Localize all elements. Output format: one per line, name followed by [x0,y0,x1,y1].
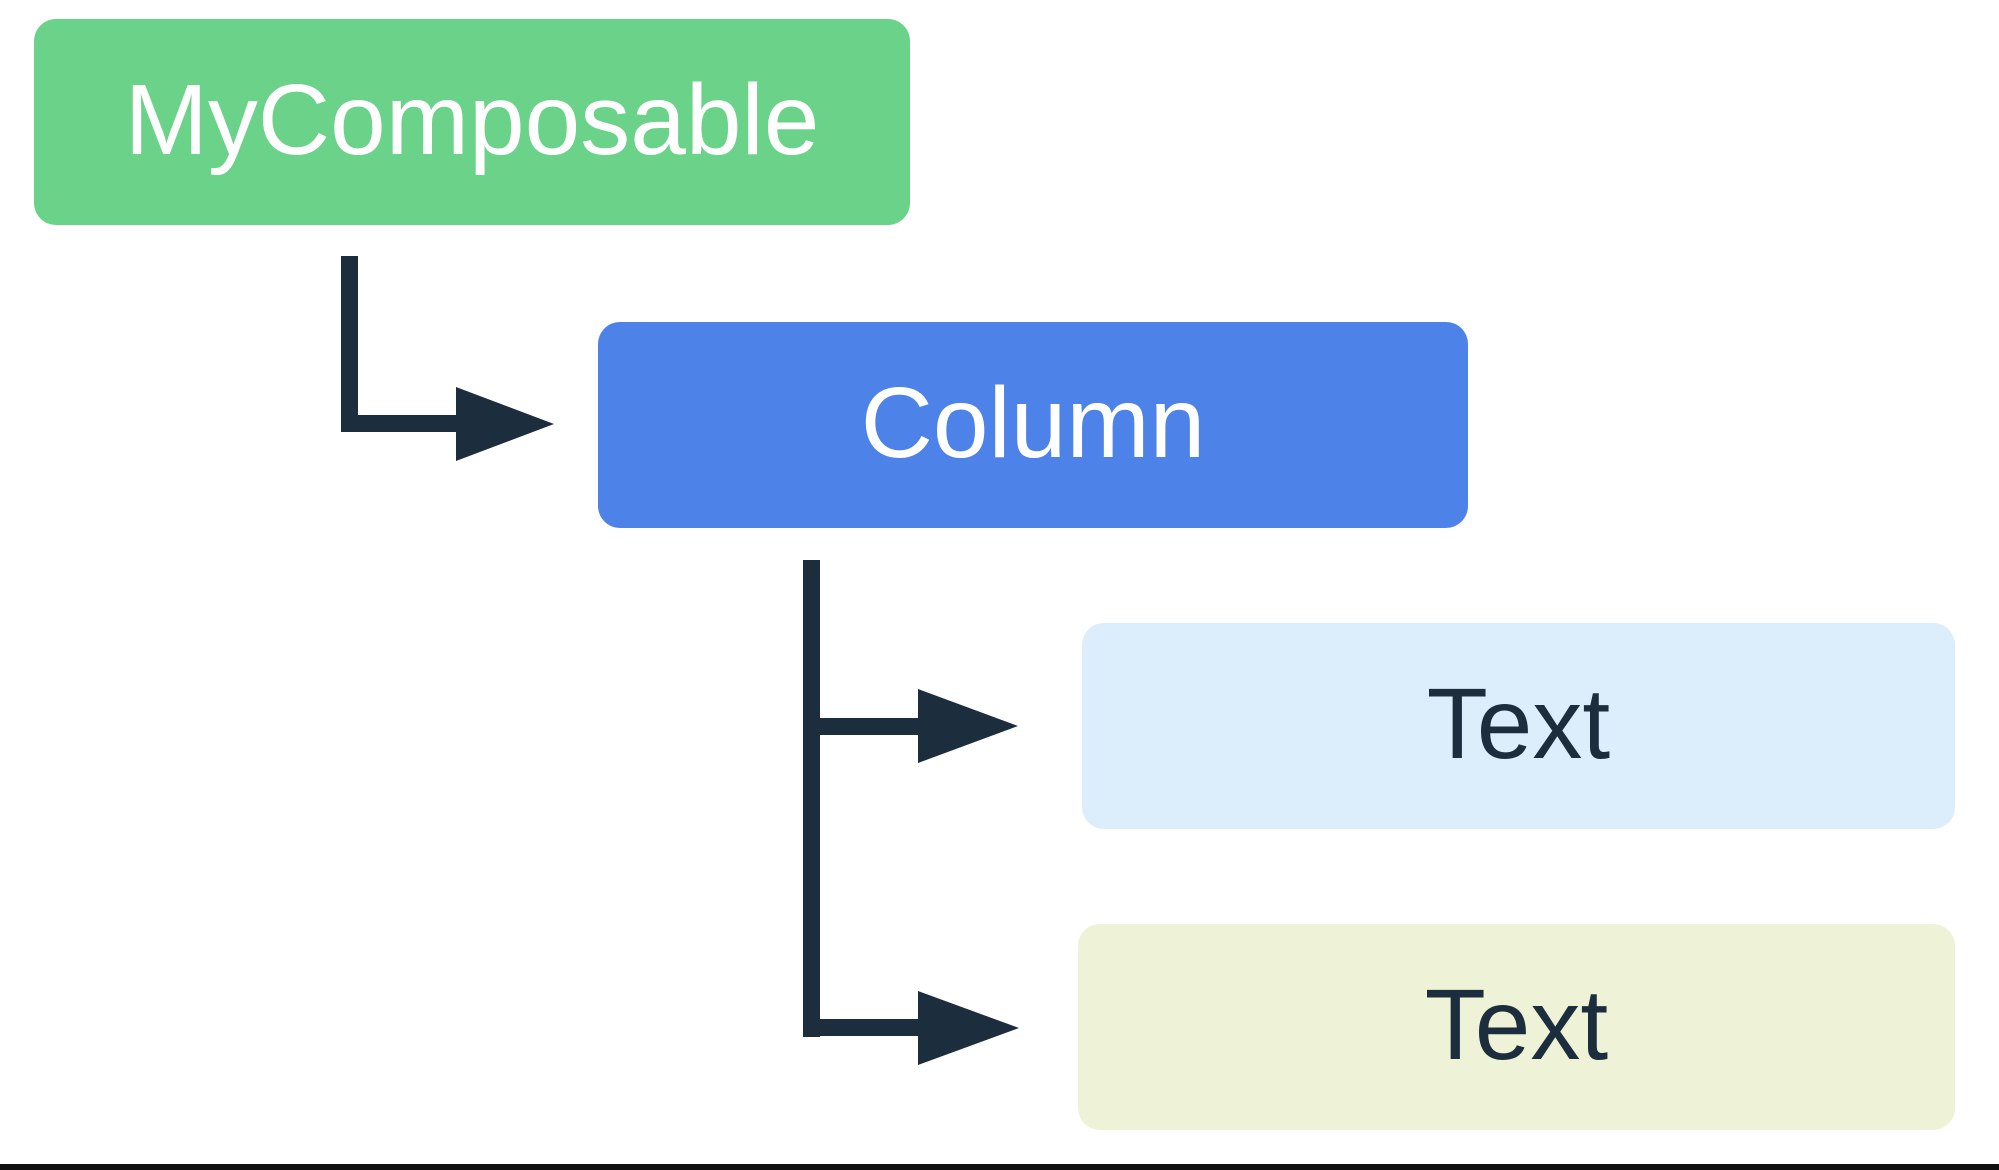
node-mycomposable: MyComposable [34,19,910,225]
node-text-1: Text [1082,623,1955,829]
node-label: MyComposable [124,64,820,176]
arrowhead-icon [918,689,1018,763]
connector-column-text2-horizontal [803,1019,920,1036]
node-column: Column [598,322,1468,528]
arrowhead-icon [918,991,1019,1065]
node-label: Text [1426,668,1611,780]
connector-column-children-vertical [803,560,820,1037]
node-text-2: Text [1078,924,1955,1130]
arrowhead-icon [456,387,554,461]
connector-mycomposable-column-horizontal [341,415,458,432]
bottom-border-line [0,1164,1999,1170]
connector-mycomposable-column-vertical [341,256,358,432]
connector-column-text1-horizontal [803,718,920,735]
node-label: Column [860,367,1206,479]
node-label: Text [1424,969,1609,1081]
